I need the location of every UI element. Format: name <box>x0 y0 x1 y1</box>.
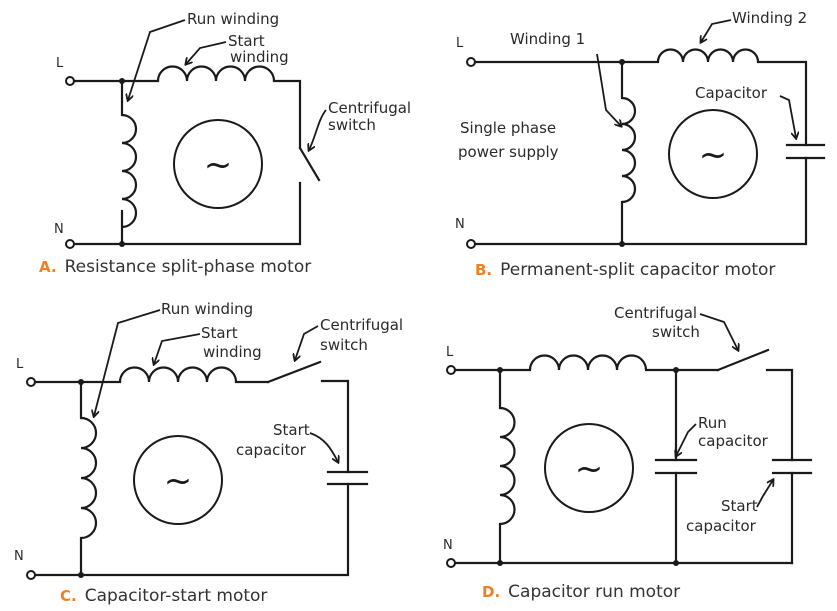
start-winding-arrow <box>154 333 201 364</box>
panel-b-permanent-split-capacitor: L N ~ Winding 1 Winding 2 Capacitor Sing… <box>455 9 826 280</box>
winding-1-coil <box>621 96 637 204</box>
winding-2-label: Winding 2 <box>732 9 807 27</box>
motor-ac-symbol: ~ <box>164 461 193 501</box>
start-capacitor-label-1: Start <box>273 421 310 439</box>
return-wire <box>33 482 350 577</box>
return-wire <box>473 156 808 246</box>
centrifugal-switch-arrow <box>295 325 319 360</box>
start-capacitor-arrow <box>309 432 338 462</box>
start-capacitor-plates <box>326 470 369 486</box>
centrifugal-switch-blade <box>716 348 770 372</box>
terminal-l <box>65 76 75 86</box>
panel-c-capacitor-start: L N ~ Run winding Start winding Centrifu… <box>14 300 403 606</box>
centrifugal-switch-label-1: Centrifugal <box>320 316 403 334</box>
capacitor-label: Capacitor <box>695 84 768 102</box>
run-winding-coil <box>80 416 98 540</box>
terminal-l-label: L <box>56 56 64 71</box>
capacitor-plates <box>785 143 826 160</box>
return-wire <box>72 181 302 246</box>
run-winding-coil <box>121 113 138 229</box>
panel-d-title: Capacitor run motor <box>508 582 680 602</box>
start-winding-label-1: Start <box>201 324 238 342</box>
run-winding-label: Run winding <box>187 10 279 28</box>
run-capacitor-arrow <box>676 423 697 456</box>
terminal-l-label: L <box>446 345 454 360</box>
start-branch-wire <box>272 79 302 150</box>
centrifugal-switch-label-1: Centrifugal <box>614 304 697 322</box>
centrifugal-switch-label-2: switch <box>320 336 368 354</box>
start-winding-arrow <box>186 41 227 64</box>
capacitor-branch-wire <box>756 60 808 147</box>
motor-ac-symbol: ~ <box>699 135 728 175</box>
motor-ac-symbol: ~ <box>575 449 604 489</box>
run-winding-arrow <box>94 309 161 416</box>
motor-rotor-circle <box>133 435 223 525</box>
main-winding-coil <box>528 354 648 371</box>
terminal-n-label: N <box>443 538 453 553</box>
supply-label-1: Single phase <box>460 119 556 137</box>
winding-2-arrow <box>701 19 732 42</box>
motor-ac-symbol: ~ <box>204 145 233 185</box>
terminal-n <box>65 239 75 249</box>
centrifugal-switch-label-2: switch <box>652 323 700 341</box>
run-capacitor-label-2: capacitor <box>698 432 769 450</box>
terminal-l-label: L <box>456 36 464 51</box>
junction-dot <box>673 560 679 566</box>
terminal-n <box>26 570 36 580</box>
terminal-n <box>466 239 476 249</box>
motor-rotor-circle <box>544 423 634 513</box>
start-capacitor-label-1: Start <box>721 497 758 515</box>
terminal-l <box>446 365 456 375</box>
capacitor-arrow <box>779 95 796 138</box>
panel-a-caption: A. Resistance split-phase motor <box>39 257 311 277</box>
panel-c-caption: C. Capacitor-start motor <box>60 586 267 606</box>
start-capacitor-arrow <box>756 480 773 508</box>
terminal-l <box>466 57 476 67</box>
winding-1-arrow <box>596 53 621 126</box>
winding-2-coil <box>656 48 760 63</box>
panel-d-letter: D. <box>482 583 500 601</box>
centrifugal-switch-label-1: Centrifugal <box>328 99 411 117</box>
aux-winding-coil <box>499 406 516 526</box>
run-capacitor-label-1: Run <box>698 414 727 432</box>
terminal-n <box>446 558 456 568</box>
centrifugal-switch-blade <box>266 360 322 384</box>
panel-a-resistance-split-phase: L N ~ Run winding Start winding Centrifu… <box>39 10 411 277</box>
terminal-l-label: L <box>16 357 24 372</box>
panel-d-capacitor-run: L N ~ Centrifugal switch Run capacitor S… <box>443 304 813 602</box>
centrifugal-switch-label-2: switch <box>328 116 376 134</box>
centrifugal-switch-arrow <box>309 109 327 150</box>
start-winding-label-2: winding <box>230 48 289 66</box>
panel-d-caption: D. Capacitor run motor <box>482 582 680 602</box>
run-capacitor-plates <box>654 458 698 475</box>
supply-label-2: power supply <box>458 143 559 161</box>
start-capacitor-label-2: capacitor <box>686 517 757 535</box>
motor-rotor-circle <box>668 109 758 199</box>
terminal-n-label: N <box>14 549 24 564</box>
panel-c-letter: C. <box>60 587 77 605</box>
centrifugal-switch-arrow <box>699 313 738 350</box>
terminal-l <box>26 377 36 387</box>
panel-c-title: Capacitor-start motor <box>85 586 268 606</box>
start-capacitor-plates <box>771 458 813 475</box>
terminal-n-label: N <box>455 217 465 232</box>
start-winding-label-2: winding <box>203 343 262 361</box>
terminal-n-label: N <box>54 222 64 237</box>
panel-b-caption: B. Permanent-split capacitor motor <box>475 260 775 280</box>
capacitor-branch-wire <box>320 379 350 474</box>
motor-rotor-circle <box>173 119 263 209</box>
run-winding-arrow <box>128 19 186 100</box>
start-capacitor-branch-wire <box>765 368 794 462</box>
panel-b-letter: B. <box>475 261 492 279</box>
winding-1-label: Winding 1 <box>510 30 585 48</box>
panel-a-letter: A. <box>39 258 57 276</box>
run-winding-label: Run winding <box>161 300 253 318</box>
panel-a-title: Resistance split-phase motor <box>65 257 312 277</box>
start-winding-coil <box>156 65 276 82</box>
centrifugal-switch-blade <box>298 146 321 182</box>
panel-b-title: Permanent-split capacitor motor <box>500 260 775 280</box>
start-capacitor-label-2: capacitor <box>236 441 307 459</box>
start-winding-coil <box>118 366 238 383</box>
start-winding-label-1: Start <box>228 32 265 50</box>
